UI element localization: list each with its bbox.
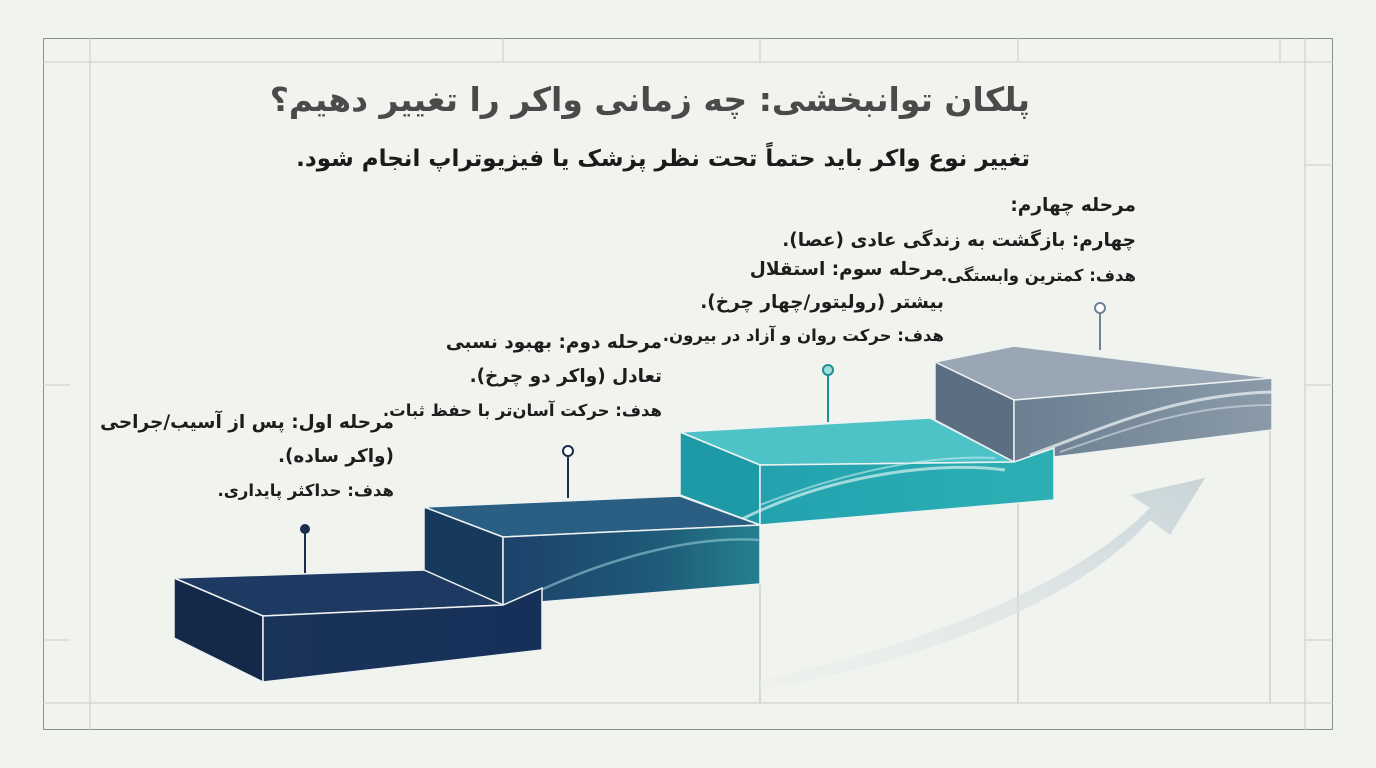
stair-step-1 [173,569,543,684]
marker-step-1 [300,524,310,573]
step-4-walker: چهارم: بازگشت به زندگی عادی (عصا). [782,230,1136,251]
step-3-title: مرحله سوم: استقلال [749,259,944,280]
step-1-label: مرحله اول: پس از آسیب/جراحی (واکر ساده).… [100,406,394,508]
step-2-walker: تعادل (واکر دو چرخ). [469,366,662,387]
marker-step-3 [822,364,834,422]
marker-step-2 [562,445,574,498]
stair-step-2 [423,495,761,607]
step-2-title: مرحله دوم: بهبود نسبی [445,332,662,353]
step-1-walker: (واکر ساده). [277,446,394,467]
page-title: پلکان توانبخشی: چه زمانی واکر را تغییر د… [269,80,1031,119]
step-1-title: مرحله اول: پس از آسیب/جراحی [100,412,394,433]
diagram-frame [43,38,1333,730]
marker-step-4 [1094,302,1106,350]
step-2-label: مرحله دوم: بهبود نسبی تعادل (واکر دو چرخ… [383,326,662,428]
progress-arrow [760,478,1205,690]
step-3-walker: بیشتر (رولیتور/چهار چرخ). [700,292,944,313]
stair-step-3 [679,417,1055,527]
step-4-title: مرحله چهارم: [1010,195,1136,216]
step-3-goal: هدف: حرکت روان و آزاد در بیرون. [662,326,944,345]
stair-step-4 [932,345,1273,464]
step-3-label: مرحله سوم: استقلال بیشتر (رولیتور/چهار چ… [663,253,944,352]
page-subtitle: تغییر نوع واکر باید حتماً تحت نظر پزشک ی… [296,146,1030,172]
step-2-goal: هدف: حرکت آسان‌تر با حفظ ثبات. [382,401,662,420]
step-4-goal: هدف: کمترین وابستگی. [940,266,1136,285]
step-1-goal: هدف: حداکثر پایداری. [217,481,394,500]
step-4-label: مرحله چهارم: چهارم: بازگشت به زندگی عادی… [782,188,1136,293]
